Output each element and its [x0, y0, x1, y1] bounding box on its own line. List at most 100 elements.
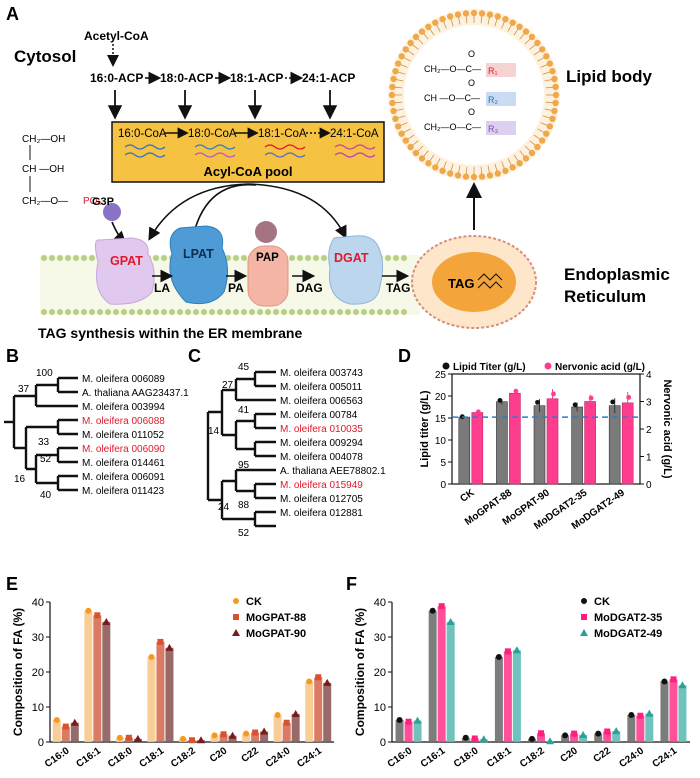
chart-d-legend-marker-lipid	[442, 362, 450, 370]
lipid-body-tail	[545, 101, 553, 104]
chart-f-point	[604, 728, 611, 735]
pa-label: PA	[228, 281, 244, 295]
lipid-body-tail	[443, 21, 447, 29]
chart-f-bar	[627, 715, 636, 742]
bootstrap-c-7: 88	[238, 500, 250, 511]
chart-e-point	[148, 653, 155, 660]
g3p-structure: CH₂—OH CH —OH CH₂—O— PO₃	[22, 134, 102, 207]
phospholipid-head	[233, 309, 239, 315]
lipid-body-tail	[395, 86, 403, 89]
chart-d-legend-lipid: Lipid Titer (g/L)	[453, 362, 526, 373]
lipid-body-head	[395, 60, 402, 67]
chart-d-ytick-label: 10	[435, 436, 447, 447]
lipid-body-tail	[408, 134, 415, 140]
la-label: LA	[154, 281, 170, 295]
lipid-body-tail	[408, 50, 415, 56]
phospholipid-head	[249, 309, 255, 315]
chart-f-legend-label: MoDGAT2-49	[594, 628, 662, 640]
tag-intermediate-label: TAG	[386, 281, 410, 295]
chart-f-point	[670, 676, 677, 683]
lipid-body-tail	[404, 128, 411, 133]
acetyl-coa-label: Acetyl-CoA	[84, 29, 149, 43]
lipid-body-tail	[458, 17, 461, 25]
lipid-body-head	[425, 23, 432, 30]
lipid-body-head	[470, 173, 478, 181]
chart-e-category-label: C24:1	[295, 745, 324, 770]
panel-c-letter: C	[188, 346, 201, 366]
chart-f-bar	[603, 731, 612, 742]
lipid-body-head	[470, 9, 478, 17]
phospholipid-head	[393, 309, 399, 315]
chart-f-point	[438, 603, 445, 610]
chart-e-bar	[156, 641, 165, 742]
lipid-body-tail	[507, 25, 512, 32]
lipid-body-head	[418, 155, 426, 162]
chart-f-category-label: C18:2	[518, 745, 547, 770]
lipid-body-tail	[450, 19, 454, 27]
chart-f-ytick-label: 40	[374, 597, 386, 609]
lipid-body-tail	[465, 16, 468, 24]
chart-d-ytick-label: 15	[435, 414, 447, 425]
chart-f-category-label: C18:1	[485, 745, 514, 770]
lipid-body-head	[549, 68, 556, 75]
chart-e-point	[85, 607, 92, 614]
tag-struct-row-1: CH₂—O—C—	[424, 64, 481, 74]
chart-f-point	[405, 718, 412, 725]
tree-c-leaf-10: M. oleifera 012705	[280, 494, 363, 505]
lipid-body-head	[494, 13, 501, 20]
chart-f-legend-marker	[581, 598, 587, 604]
chart-e-point	[62, 723, 69, 730]
chart-e-bar	[70, 722, 79, 742]
bootstrap-c-6: 24	[218, 502, 230, 513]
phospholipid-head	[345, 309, 351, 315]
chart-f-point	[645, 709, 654, 717]
lipid-body-tail	[533, 134, 540, 140]
chart-d-bar-nervonic	[471, 412, 484, 485]
chart-e-bar	[102, 621, 111, 742]
phospholipid-head	[385, 255, 391, 261]
chart-e-point	[274, 712, 281, 719]
acp-down-arrows	[107, 90, 338, 120]
lipid-body-head	[412, 149, 420, 157]
lipid-body-tail	[494, 19, 498, 27]
lipid-body-head	[439, 16, 446, 23]
lipid-body-head	[546, 123, 553, 130]
lipid-body-head	[509, 164, 516, 171]
lipid-body-head	[389, 83, 396, 91]
chart-f-bar	[503, 651, 512, 742]
chart-f-point	[546, 737, 554, 745]
chart-e-point	[243, 730, 250, 737]
lipid-body-head	[551, 75, 558, 83]
phospholipid-head	[105, 309, 111, 315]
phospholipid-head	[289, 309, 295, 315]
tree-c-branches	[206, 370, 276, 528]
chart-d-ylabel-right: Nervonic acid (g/L)	[661, 379, 673, 478]
chart-e-point	[220, 731, 227, 738]
phospholipid-head	[337, 309, 343, 315]
bootstrap-b-5: 16	[14, 474, 26, 485]
chart-f-ytick-label: 20	[374, 667, 386, 679]
chart-d-ytick-right-label: 1	[646, 453, 652, 464]
chart-f-bar	[512, 650, 521, 742]
phospholipid-head	[49, 255, 55, 261]
tag-struct-row-3: CH₂—O—C—	[424, 122, 481, 132]
chart-d-point-nervonic	[626, 394, 632, 400]
chart-e-category-label: C16:1	[74, 745, 103, 770]
phospholipid-head	[393, 255, 399, 261]
lipid-body-tail	[458, 165, 461, 173]
chart-d-bar-nervonic	[546, 398, 559, 485]
chart-f-legend-label: CK	[594, 596, 610, 608]
phospholipid-head	[81, 309, 87, 315]
chart-f-bar	[636, 715, 645, 742]
bootstrap-b-2: 37	[18, 384, 30, 395]
tree-c-leaf-2: M. oleifera 005011	[280, 382, 363, 393]
phospholipid-head	[137, 309, 143, 315]
phospholipid-head	[305, 255, 311, 261]
lipid-body-tail	[412, 140, 419, 146]
chart-f-bar	[428, 610, 437, 742]
phospholipid-head	[289, 255, 295, 261]
phospholipid-head	[401, 255, 407, 261]
lipid-body-tail	[423, 150, 429, 157]
chart-e-bar	[242, 733, 251, 742]
chart-f-category-label: C20	[558, 745, 580, 765]
